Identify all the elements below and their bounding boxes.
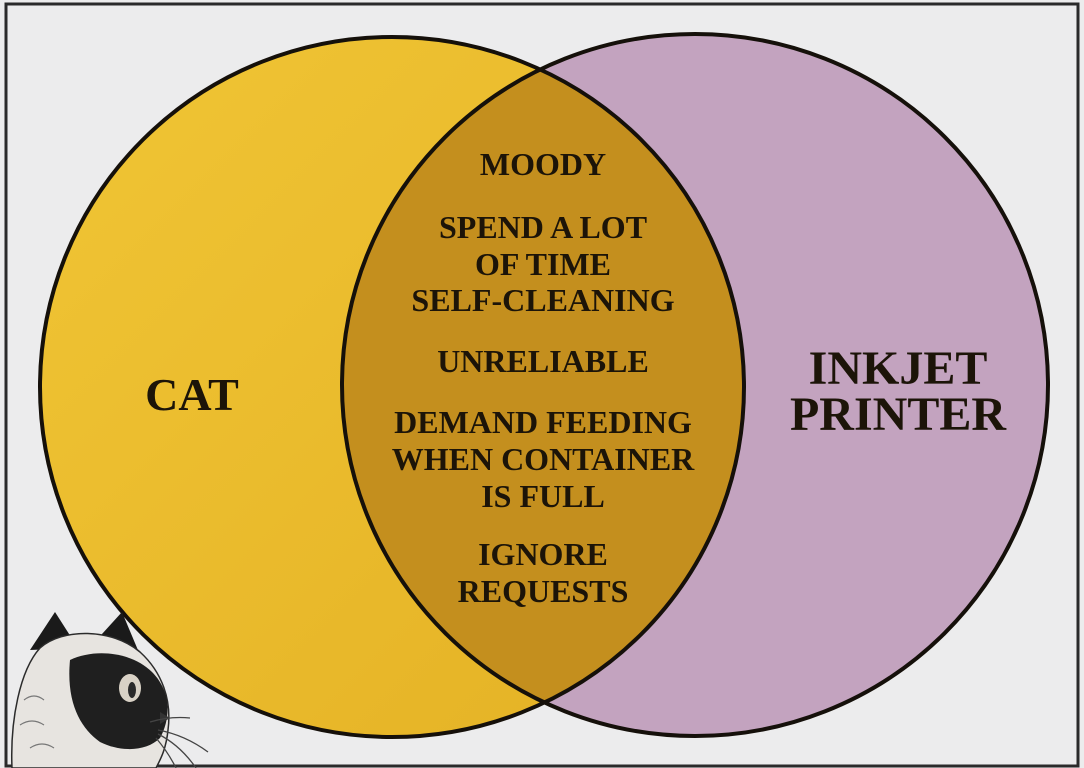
- cat-head-illustration: [10, 612, 209, 768]
- intersection-item-moody: MOODY: [480, 146, 606, 182]
- intersection-item-ignore-requests-line-1: IGNORE: [478, 536, 608, 572]
- cat-whiskers-icon: [149, 716, 209, 768]
- cat-face-mask-icon: [69, 653, 168, 750]
- intersection-item-demand-feeding-line-3: IS FULL: [481, 478, 605, 514]
- intersection-item-unreliable: UNRELIABLE: [437, 343, 649, 379]
- cat-fur-icon: [19, 695, 55, 749]
- set-label-cat: CAT: [145, 369, 239, 420]
- inkjet-circle-outline: [340, 32, 1050, 738]
- intersection-item-self-cleaning-line-2: OF TIME: [475, 246, 611, 282]
- intersection-region: [342, 37, 744, 736]
- intersection-item-demand-feeding-line-2: WHEN CONTAINER: [392, 441, 695, 477]
- cat-pupil-icon: [128, 682, 136, 698]
- cat-circle-outline: [38, 35, 746, 739]
- intersection-item-ignore-requests-line-2: REQUESTS: [458, 573, 629, 609]
- set-label-inkjet-line-2: PRINTER: [790, 388, 1007, 441]
- set-label-inkjet-line-1: INKJET: [809, 342, 988, 395]
- intersection-item-demand-feeding-line-1: DEMAND FEEDING: [394, 404, 692, 440]
- frame-border: [4, 2, 1080, 768]
- intersection-item-self-cleaning-line-3: SELF-CLEANING: [411, 282, 674, 318]
- intersection-item-self-cleaning-line-1: SPEND A LOT: [439, 209, 647, 245]
